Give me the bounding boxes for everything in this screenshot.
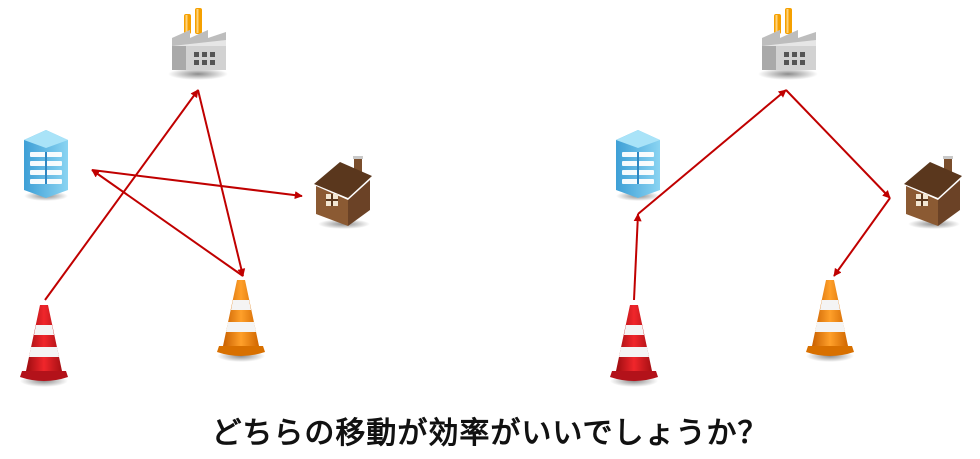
orange-cone-icon bbox=[806, 280, 854, 362]
office-building-icon bbox=[24, 130, 68, 201]
route-arrow bbox=[833, 197, 891, 277]
route-arrow bbox=[44, 89, 199, 301]
house-icon bbox=[904, 156, 962, 229]
route-arrow bbox=[91, 169, 244, 277]
route-arrow bbox=[197, 89, 246, 277]
route-arrow bbox=[633, 213, 642, 301]
right-route-diagram bbox=[610, 8, 962, 387]
left-route-diagram bbox=[20, 8, 372, 387]
red-cone-icon bbox=[610, 305, 658, 387]
office-building-icon bbox=[616, 130, 660, 201]
route-arrow bbox=[637, 89, 787, 215]
red-cone-icon bbox=[20, 305, 68, 387]
route-arrow bbox=[91, 169, 303, 200]
orange-cone-icon bbox=[217, 280, 265, 362]
house-icon bbox=[314, 156, 372, 229]
factory-icon bbox=[168, 8, 228, 80]
route-arrow bbox=[785, 89, 891, 199]
question-caption: どちらの移動が効率がいいでしょうか？ bbox=[211, 416, 769, 451]
factory-icon bbox=[758, 8, 818, 80]
